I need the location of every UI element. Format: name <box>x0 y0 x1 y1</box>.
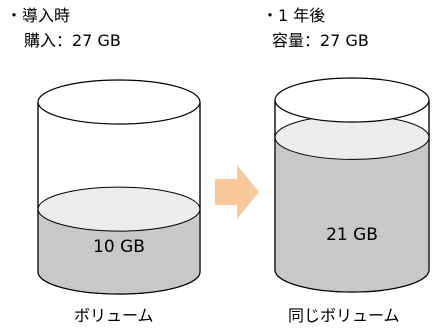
left-fill-surface <box>37 186 201 232</box>
left-fill-level <box>38 209 200 294</box>
right-heading: ・1 年後 <box>262 6 326 25</box>
arrow-icon <box>215 165 259 219</box>
left-heading: ・導入時 <box>6 6 71 25</box>
left-fill-label: 10 GB <box>93 237 145 257</box>
right-fill-label: 21 GB <box>326 225 378 245</box>
left-cylinder: 10 GB <box>37 79 201 295</box>
right-fill-level <box>275 137 429 292</box>
left-cylinder-top <box>37 79 201 125</box>
right-caption: 同じボリューム <box>288 306 400 325</box>
left-caption: ボリューム <box>74 306 154 325</box>
right-detail: 容量：27 GB <box>272 31 369 50</box>
right-cylinder-top <box>274 77 430 123</box>
right-cylinder: 21 GB <box>274 77 430 293</box>
left-detail: 購入：27 GB <box>24 31 121 50</box>
